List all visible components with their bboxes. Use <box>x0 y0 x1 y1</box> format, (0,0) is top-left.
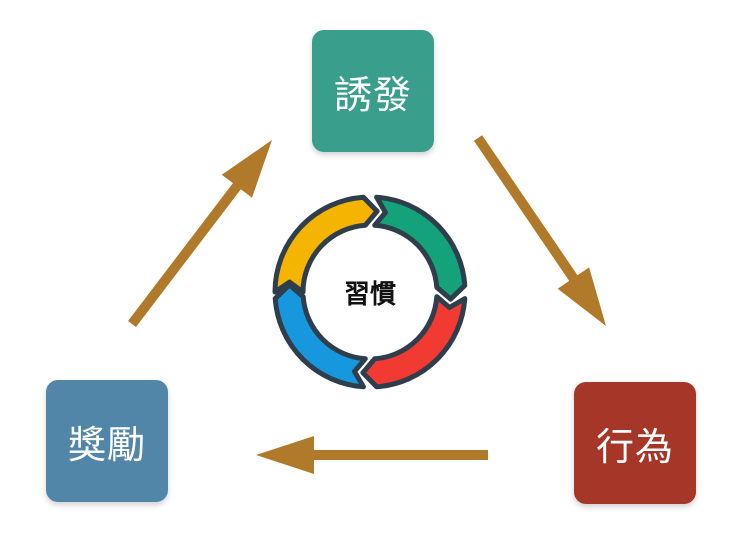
behavior-label: 行為 <box>595 424 674 469</box>
behavior-to-reward-arrow <box>256 436 488 474</box>
habit-label: 習慣 <box>343 280 396 310</box>
ring-segment-yellow <box>272 194 380 295</box>
reward-box: 獎勵 <box>46 380 168 502</box>
ring-segment-blue <box>272 282 368 390</box>
behavior-box: 行為 <box>574 382 696 504</box>
ring-segment-red <box>360 294 468 390</box>
reward-to-trigger-arrow <box>128 140 272 327</box>
trigger-label: 誘發 <box>333 72 412 117</box>
ring-segment-green <box>372 194 468 302</box>
trigger-to-behavior-arrow <box>473 135 606 326</box>
cycle-arrows <box>128 135 606 474</box>
trigger-box: 誘發 <box>312 30 434 152</box>
habit-cycle-ring <box>272 194 468 390</box>
reward-label: 獎勵 <box>67 422 146 467</box>
